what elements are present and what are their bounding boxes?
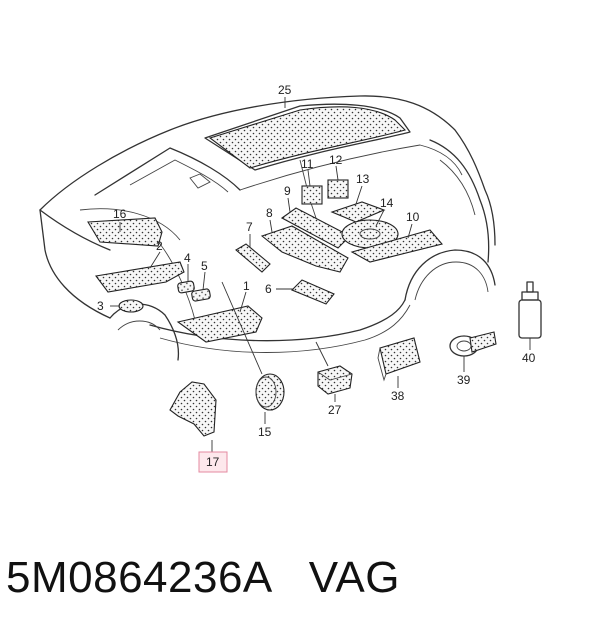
callout-1: 1	[243, 279, 250, 293]
part-17-bracket-pad	[169, 381, 217, 437]
callout-40: 40	[522, 351, 536, 365]
part-12-pad	[327, 179, 349, 199]
callout-16: 16	[113, 207, 127, 221]
part-38-block	[377, 337, 421, 382]
callout-10: 10	[406, 210, 420, 224]
part-3-pad	[118, 299, 144, 313]
callout-39: 39	[457, 373, 471, 387]
part-39-tape-roll	[449, 331, 497, 357]
part-number-footer: 5M0864236A VAG	[6, 553, 400, 623]
highlighted-callout-box	[198, 451, 228, 473]
part-2-floor-pad	[95, 261, 185, 293]
callout-38: 38	[391, 389, 405, 403]
part-number: 5M0864236A	[6, 553, 273, 602]
part-13-pad	[330, 201, 386, 223]
callout-3: 3	[97, 299, 104, 313]
part-15-round-pad	[255, 373, 285, 411]
callout-11: 11	[301, 157, 314, 171]
callout-15: 15	[258, 425, 272, 439]
callout-14: 14	[380, 196, 394, 210]
callout-27: 27	[328, 403, 342, 417]
callout-5: 5	[201, 259, 208, 273]
part-11-pad	[301, 185, 323, 205]
part-1-floor-pad	[176, 305, 263, 343]
part-5-pad	[191, 288, 211, 302]
part-27-box	[317, 365, 353, 395]
callout-13: 13	[356, 172, 370, 186]
vendor-name: VAG	[308, 553, 400, 602]
callout-2: 2	[156, 239, 163, 253]
part-7-pad	[235, 243, 271, 273]
callout-6: 6	[265, 282, 272, 296]
callout-labels: 25 16 2 3 4 5 1 6 7 8 9 11 12 13 14 10 1…	[97, 83, 536, 469]
callout-9: 9	[284, 184, 291, 198]
part-8-tunnel-pad	[260, 225, 349, 273]
callout-8: 8	[266, 206, 273, 220]
callout-17: 17	[206, 455, 220, 469]
part-40-bottle	[518, 281, 542, 339]
callout-12: 12	[329, 153, 343, 167]
part-16-dash-pad	[87, 217, 163, 247]
part-6-pad	[291, 279, 335, 305]
part-4-pad	[177, 280, 195, 294]
parts-diagram: 25 16 2 3 4 5 1 6 7 8 9 11 12 13 14 10 1…	[39, 83, 542, 473]
part-25-roof-pad	[208, 106, 407, 169]
callout-25: 25	[278, 83, 292, 97]
callout-4: 4	[184, 251, 191, 265]
part-10-pad	[350, 229, 443, 263]
leader-lines	[110, 97, 531, 452]
callout-7: 7	[246, 220, 253, 234]
